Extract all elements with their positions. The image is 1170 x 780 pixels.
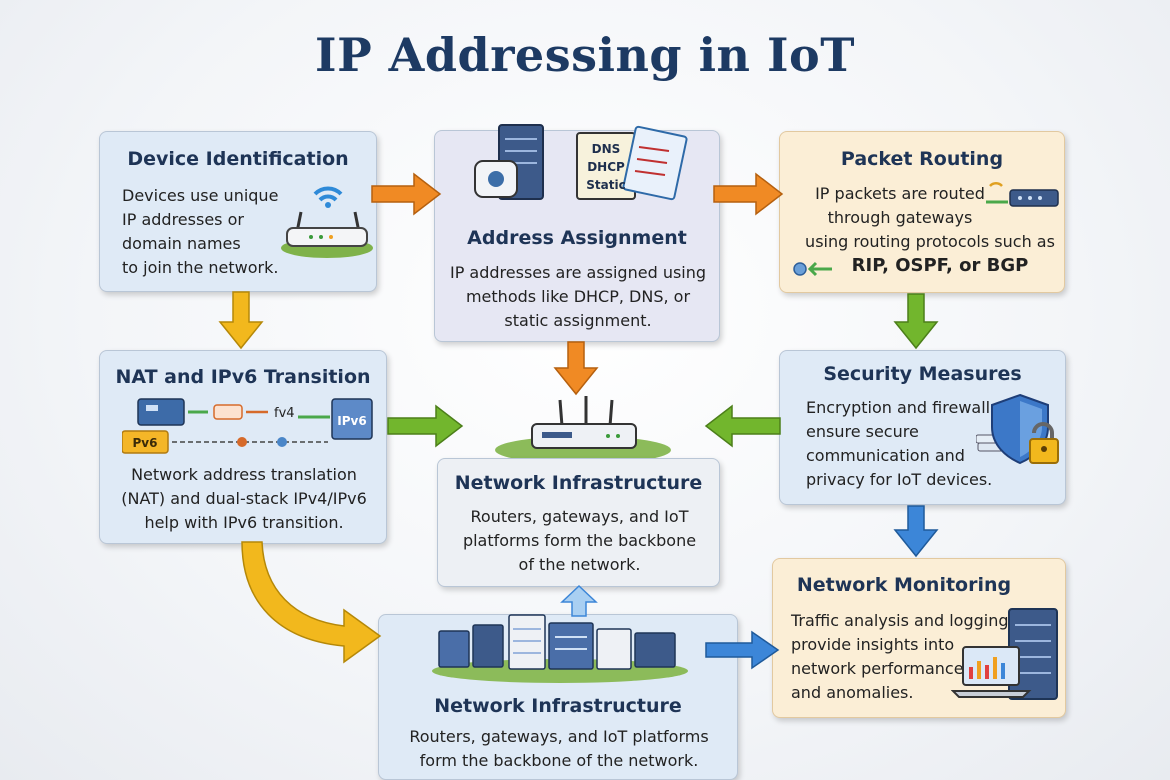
card-title: Device Identification xyxy=(127,148,349,170)
arrow-bottom-to-center xyxy=(560,584,598,617)
card-title: Network Infrastructure xyxy=(434,695,682,717)
card-text: IP addresses are assigned using methods … xyxy=(449,263,707,330)
arrow-device-to-nat xyxy=(218,291,264,350)
card-title: Security Measures xyxy=(823,363,1022,385)
nat-ipv6-card: NAT and IPv6 Transition fv4 IPv6 Pv6 Net… xyxy=(99,350,387,544)
card-text: Devices use unique IP addresses or domai… xyxy=(122,186,279,277)
card-title: Packet Routing xyxy=(840,148,1004,170)
arrow-device-to-assignment xyxy=(371,172,442,216)
nat-translation-icon: fv4 IPv6 Pv6 xyxy=(122,398,373,454)
screen-label-dhcp: DHCP xyxy=(587,160,625,174)
network-monitoring-card: Network Monitoring Traffic analysis and … xyxy=(772,558,1066,718)
pv6-label: Pv6 xyxy=(133,436,158,450)
page-title: IP Addressing in IoT xyxy=(315,28,855,82)
address-assignment-card: DNS DHCP Static Address Assignment IP ad… xyxy=(434,124,720,342)
shield-lock-icon xyxy=(976,393,1059,465)
card-title: Network Infrastructure xyxy=(454,472,703,494)
network-infrastructure-bottom-card: Network Infrastructure Routers, gateways… xyxy=(378,614,738,780)
arrow-assignment-to-routing xyxy=(713,172,784,216)
card-title: Network Monitoring xyxy=(796,574,1012,596)
monitoring-laptop-icon xyxy=(951,608,1058,700)
card-text: IP packets are routed through gateways u… xyxy=(805,184,1055,276)
screen-label-dns: DNS xyxy=(592,142,621,156)
arrow-nat-to-bottom xyxy=(241,541,382,664)
card-text: Routers, gateways, and IoT platforms for… xyxy=(409,727,709,770)
gateway-icon xyxy=(986,182,1059,207)
packet-routing-card: Packet Routing IP packets are routed thr… xyxy=(779,131,1065,293)
arrow-nat-to-center xyxy=(387,404,464,448)
card-text: Routers, gateways, and IoT platforms for… xyxy=(462,507,697,574)
center-router-icon xyxy=(495,396,671,464)
card-title: Address Assignment xyxy=(467,227,687,249)
server-farm-icon xyxy=(432,614,688,683)
card-text: Traffic analysis and logging provide ins… xyxy=(791,611,1009,702)
arrow-routing-to-security xyxy=(893,293,939,350)
wifi-router-icon xyxy=(281,186,373,258)
card-text: Network address translation (NAT) and du… xyxy=(121,465,367,532)
device-identification-card: Device Identification Devices use unique… xyxy=(99,131,377,292)
card-text: Encryption and firewalls ensure secure c… xyxy=(806,398,999,489)
card-title: NAT and IPv6 Transition xyxy=(115,366,371,388)
routing-arrow-icon xyxy=(793,261,832,277)
network-infrastructure-center-card: Network Infrastructure Routers, gateways… xyxy=(437,458,720,587)
arrow-security-to-monitoring xyxy=(893,505,939,558)
arrow-assignment-to-center xyxy=(553,341,599,396)
ipv6-box-label: IPv6 xyxy=(337,414,366,428)
screen-label-static: Static xyxy=(586,178,625,192)
arrow-security-to-center xyxy=(704,404,781,448)
fv4-label: fv4 xyxy=(274,406,295,421)
server-assignment-icon: DNS DHCP Static xyxy=(474,124,688,201)
arrow-bottom-to-monitoring xyxy=(705,630,780,670)
security-measures-card: Security Measures Encryption and firewal… xyxy=(779,350,1066,505)
